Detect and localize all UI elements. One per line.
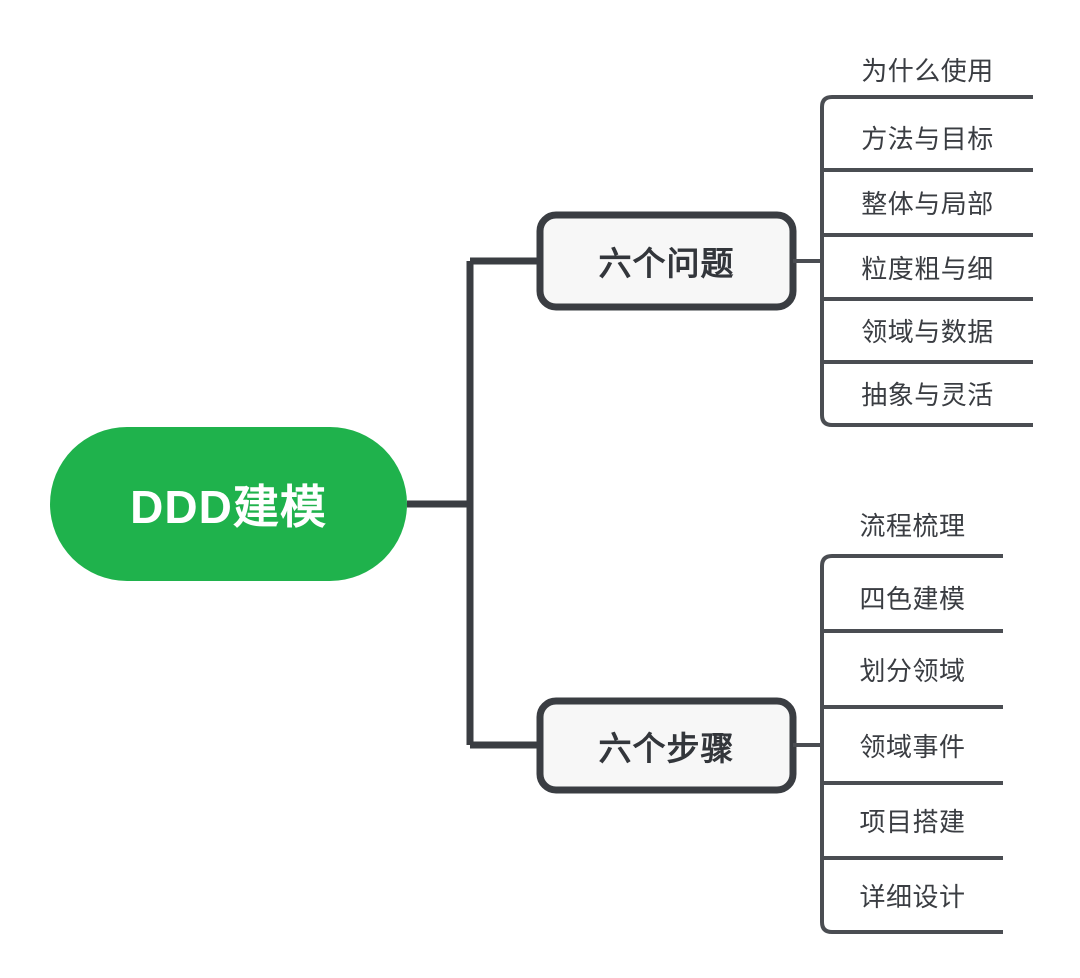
leaf-spine-1 [820, 95, 1033, 427]
leaf-item-1-3[interactable]: 整体与局部 [861, 189, 994, 219]
leaf-item-1-1[interactable]: 为什么使用 [861, 55, 994, 86]
leaf-spine-2 [820, 554, 1003, 934]
root-node-label[interactable]: DDD建模 [130, 481, 327, 533]
leaf-item-2-5[interactable]: 项目搭建 [859, 807, 966, 837]
leaf-item-2-4[interactable]: 领域事件 [859, 731, 966, 762]
leaf-item-2-1[interactable]: 流程梳理 [859, 510, 966, 541]
leaf-item-1-5[interactable]: 领域与数据 [861, 317, 994, 347]
leaf-item-2-6[interactable]: 详细设计 [859, 881, 966, 912]
branch-node-1-label[interactable]: 六个问题 [598, 245, 735, 282]
leaf-item-1-6[interactable]: 抽象与灵活 [861, 380, 994, 410]
root-node-shape[interactable] [50, 427, 407, 581]
leaf-item-2-3[interactable]: 划分领域 [859, 655, 966, 686]
leaf-item-1-4[interactable]: 粒度粗与细 [861, 253, 994, 284]
leaf-item-1-2[interactable]: 方法与目标 [861, 123, 994, 154]
leaf-item-2-2[interactable]: 四色建模 [859, 583, 966, 614]
branch-node-2-label[interactable]: 六个步骤 [598, 729, 735, 767]
